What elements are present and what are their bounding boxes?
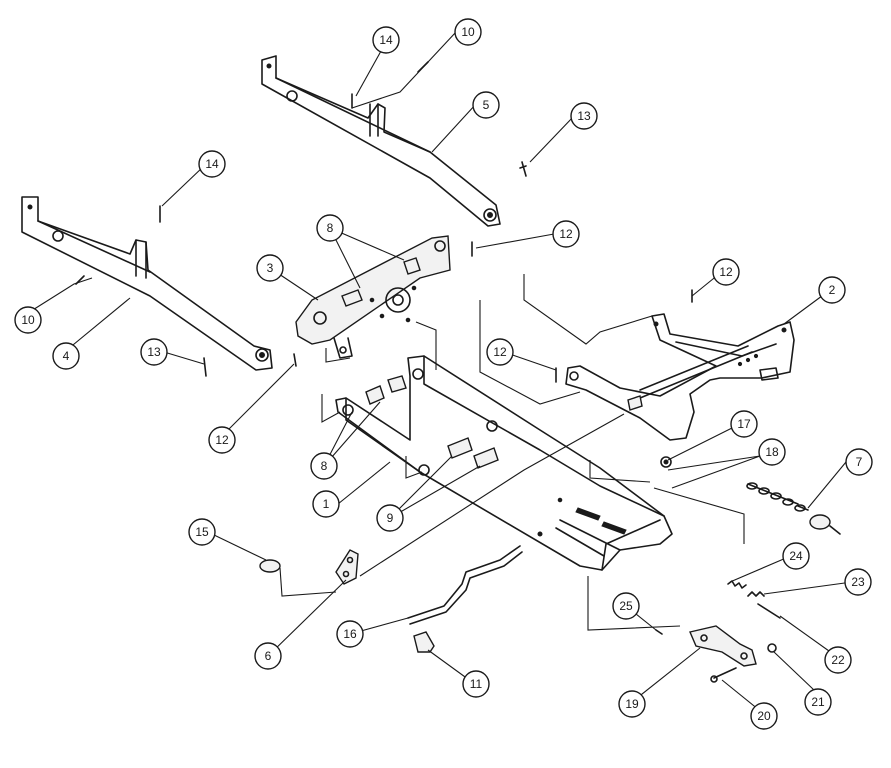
part-8-pins-lower [365,375,407,405]
callout-10-top: 10 [454,18,482,46]
callout-1: 1 [312,490,340,518]
part-22-spring-pin [757,603,781,619]
part-21-nut [767,643,777,653]
svg-text:1: 1 [323,497,330,511]
svg-text:10: 10 [21,313,35,327]
callout-14-top: 14 [372,26,400,54]
part-8-pins-upper [341,257,421,307]
svg-text:2: 2 [829,283,836,297]
svg-text:17: 17 [737,417,751,431]
callout-4: 4 [52,342,80,370]
callout-11: 11 [462,670,490,698]
callout-13-top: 13 [570,102,598,130]
part-7-chain [746,482,841,535]
callout-16: 16 [336,620,364,648]
svg-text:19: 19 [625,697,639,711]
callout-5: 5 [472,91,500,119]
callout-22: 22 [824,646,852,674]
svg-text:11: 11 [470,677,483,691]
svg-text:3: 3 [267,261,274,275]
svg-text:24: 24 [789,549,803,563]
svg-text:12: 12 [559,227,573,241]
svg-text:4: 4 [63,349,70,363]
callout-17: 17 [730,410,758,438]
svg-text:10: 10 [461,25,475,39]
svg-text:25: 25 [619,599,633,613]
callout-2: 2 [818,276,846,304]
callout-7: 7 [845,448,873,476]
callout-10-left: 10 [14,306,42,334]
svg-text:15: 15 [195,525,209,539]
callout-9: 9 [376,504,404,532]
svg-text:20: 20 [757,709,771,723]
part-16-rod [407,545,523,625]
part-2-hitch-assembly [565,313,795,441]
small-hardware [75,61,693,383]
svg-text:13: 13 [147,345,161,359]
svg-text:21: 21 [811,695,825,709]
part-19-latch [689,625,757,667]
callout-19: 19 [618,690,646,718]
callout-12-right-upper: 12 [552,220,580,248]
leader-lines [19,31,853,715]
svg-text:23: 23 [851,575,865,589]
part-3-center-plate [295,235,451,359]
callout-12-left: 12 [208,426,236,454]
callout-6: 6 [254,642,282,670]
part-9-pins [447,395,643,469]
callout-8-lower: 8 [310,452,338,480]
callout-25: 25 [612,592,640,620]
svg-text:12: 12 [719,265,733,279]
svg-text:8: 8 [321,459,328,473]
callout-20: 20 [750,702,778,730]
callout-12-hitch: 12 [712,258,740,286]
part-20-bolt [710,667,737,683]
assembly-guide-lines [279,274,745,631]
part-1-main-frame [335,355,673,571]
svg-text:6: 6 [265,649,272,663]
svg-text:9: 9 [387,511,394,525]
callout-14-left: 14 [198,150,226,178]
svg-text:14: 14 [379,33,393,47]
callout-3: 3 [256,254,284,282]
callout-24: 24 [782,542,810,570]
callout-15: 15 [188,518,216,546]
svg-text:14: 14 [205,157,219,171]
svg-text:7: 7 [856,455,863,469]
svg-text:16: 16 [343,627,357,641]
svg-text:5: 5 [483,98,490,112]
svg-text:22: 22 [831,653,845,667]
svg-text:8: 8 [327,221,334,235]
callouts: 1 2 3 4 5 6 7 8 8 9 10 10 11 12 12 12 12… [14,18,873,730]
part-6-bracket [335,549,359,585]
part-11-sleeve [413,631,435,653]
callout-12-center: 12 [486,338,514,366]
part-17-washer [660,456,672,468]
callout-8-upper: 8 [316,214,344,242]
callout-13-left: 13 [140,338,168,366]
part-15-ring [259,559,281,573]
callout-18: 18 [758,438,786,466]
svg-text:12: 12 [493,345,507,359]
part-23-spring [747,591,765,597]
callout-21: 21 [804,688,832,716]
svg-text:18: 18 [765,445,779,459]
svg-text:12: 12 [215,433,229,447]
callout-23: 23 [844,568,872,596]
part-25-pin [655,629,663,635]
part-4-left-arm [21,196,273,371]
part-5-upper-arm [261,55,501,227]
svg-text:13: 13 [577,109,591,123]
